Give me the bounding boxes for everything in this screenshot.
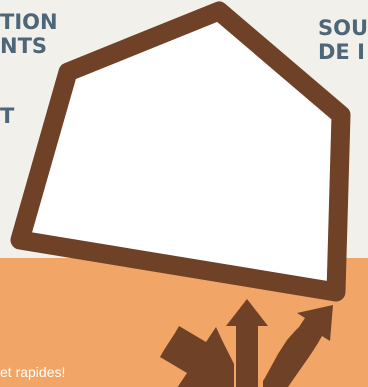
heading-left-line-3: T: [0, 104, 14, 128]
caption-text: et rapides!: [0, 364, 65, 380]
heading-left-line-2: NTS: [0, 34, 47, 58]
house-outline: [20, 11, 341, 292]
heading-left-line-1: TION: [0, 10, 58, 34]
heading-right-line-1: SOU: [318, 16, 368, 40]
heading-right-line-2: DE I: [318, 40, 365, 64]
